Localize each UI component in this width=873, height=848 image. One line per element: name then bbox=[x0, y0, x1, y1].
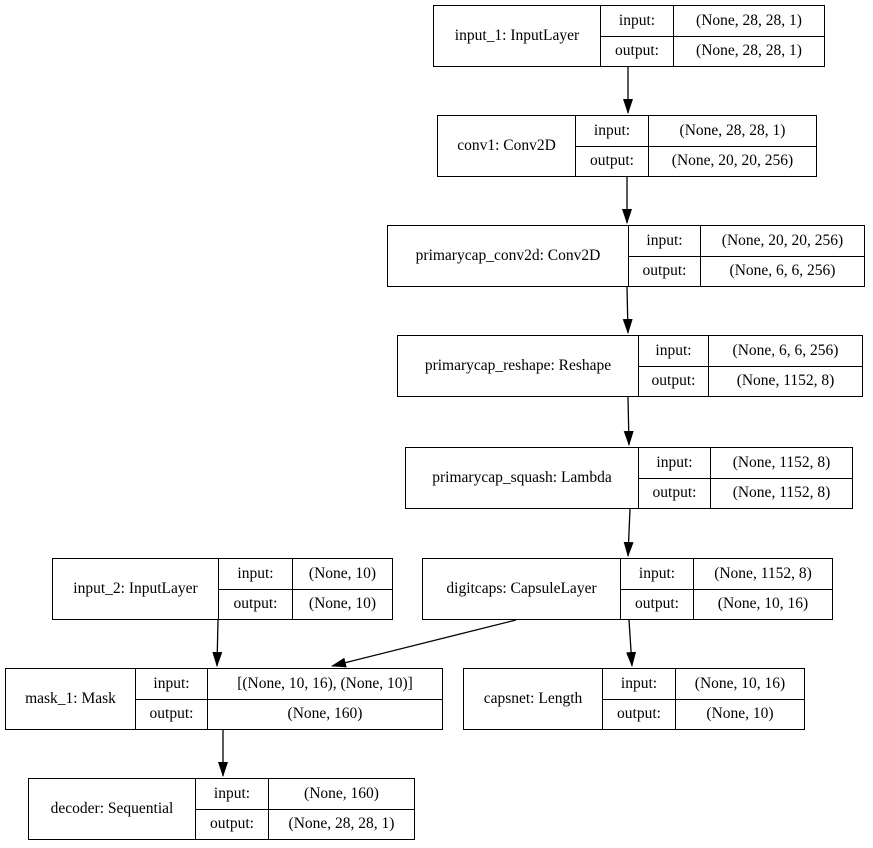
node-primarycap_reshape: primarycap_reshape: Reshape input: (None… bbox=[397, 335, 863, 397]
edge-digitcaps-mask_1 bbox=[331, 619, 517, 668]
output-label: output: bbox=[601, 36, 674, 66]
node-decoder: decoder: Sequential input: (None, 160) o… bbox=[28, 778, 415, 840]
edge-input_2-mask_1 bbox=[212, 619, 223, 667]
layer-name: conv1: Conv2D bbox=[438, 116, 576, 176]
node-input_1: input_1: InputLayer input: (None, 28, 28… bbox=[433, 5, 825, 67]
input-shape: (None, 6, 6, 256) bbox=[732, 341, 839, 359]
layer-name: decoder: Sequential bbox=[29, 779, 196, 839]
layer-name: digitcaps: CapsuleLayer bbox=[423, 559, 621, 619]
input-label: input: bbox=[639, 336, 709, 366]
output-label: output: bbox=[196, 809, 269, 839]
output-label: output: bbox=[603, 699, 676, 729]
input-label: input: bbox=[219, 559, 293, 589]
node-capsnet: capsnet: Length input: (None, 10, 16) ou… bbox=[463, 668, 805, 730]
layer-name: input_1: InputLayer bbox=[434, 6, 601, 66]
output-label: output: bbox=[219, 589, 293, 619]
output-shape: (None, 28, 28, 1) bbox=[288, 815, 395, 833]
output-label: output: bbox=[639, 478, 711, 508]
node-input_2: input_2: InputLayer input: (None, 10) ou… bbox=[52, 558, 393, 620]
output-label: output: bbox=[136, 699, 208, 729]
input-shape: (None, 28, 28, 1) bbox=[696, 11, 802, 29]
input-label: input: bbox=[196, 779, 269, 809]
input-label: input: bbox=[629, 226, 701, 256]
input-shape: (None, 160) bbox=[304, 784, 379, 802]
output-shape: (None, 10) bbox=[706, 705, 774, 723]
output-label: output: bbox=[629, 256, 701, 286]
output-shape: (None, 1152, 8) bbox=[736, 372, 835, 390]
node-primarycap_conv2d: primarycap_conv2d: Conv2D input: (None, … bbox=[387, 225, 865, 287]
output-shape: (None, 1152, 8) bbox=[732, 484, 831, 502]
edge-primarycap_squash-digitcaps bbox=[623, 508, 634, 557]
input-label: input: bbox=[576, 116, 649, 146]
input-shape: (None, 28, 28, 1) bbox=[679, 121, 786, 139]
edge-digitcaps-capsnet bbox=[626, 619, 637, 667]
input-label: input: bbox=[639, 448, 711, 478]
input-label: input: bbox=[603, 669, 676, 699]
layer-name: primarycap_squash: Lambda bbox=[406, 448, 639, 508]
output-label: output: bbox=[576, 146, 649, 176]
node-primarycap_squash: primarycap_squash: Lambda input: (None, … bbox=[405, 447, 853, 509]
output-label: output: bbox=[621, 589, 694, 619]
output-shape: (None, 160) bbox=[287, 705, 363, 723]
output-label: output: bbox=[639, 366, 709, 396]
layer-name: mask_1: Mask bbox=[6, 669, 136, 729]
input-label: input: bbox=[136, 669, 208, 699]
node-mask_1: mask_1: Mask input: [(None, 10, 16), (No… bbox=[5, 668, 443, 730]
node-conv1: conv1: Conv2D input: (None, 28, 28, 1) o… bbox=[437, 115, 817, 177]
input-label: input: bbox=[621, 559, 694, 589]
layer-name: capsnet: Length bbox=[464, 669, 603, 729]
layer-name: primarycap_reshape: Reshape bbox=[398, 336, 639, 396]
edge-primarycap_conv2d-primarycap_reshape bbox=[622, 286, 633, 334]
input-shape: (None, 10) bbox=[308, 564, 377, 582]
output-shape: (None, 20, 20, 256) bbox=[671, 152, 794, 170]
input-shape: (None, 20, 20, 256) bbox=[721, 231, 844, 249]
node-digitcaps: digitcaps: CapsuleLayer input: (None, 11… bbox=[422, 558, 833, 620]
input-shape: [(None, 10, 16), (None, 10)] bbox=[237, 674, 413, 692]
input-shape: (None, 1152, 8) bbox=[714, 564, 812, 582]
layer-name: primarycap_conv2d: Conv2D bbox=[388, 226, 629, 286]
layer-name: input_2: InputLayer bbox=[53, 559, 219, 619]
output-shape: (None, 10) bbox=[308, 595, 377, 613]
output-shape: (None, 6, 6, 256) bbox=[729, 262, 836, 280]
edge-primarycap_reshape-primarycap_squash bbox=[623, 396, 634, 446]
output-shape: (None, 10, 16) bbox=[717, 595, 809, 613]
input-shape: (None, 10, 16) bbox=[694, 674, 786, 692]
input-shape: (None, 1152, 8) bbox=[732, 453, 831, 471]
output-shape: (None, 28, 28, 1) bbox=[696, 42, 802, 60]
input-label: input: bbox=[601, 6, 674, 36]
